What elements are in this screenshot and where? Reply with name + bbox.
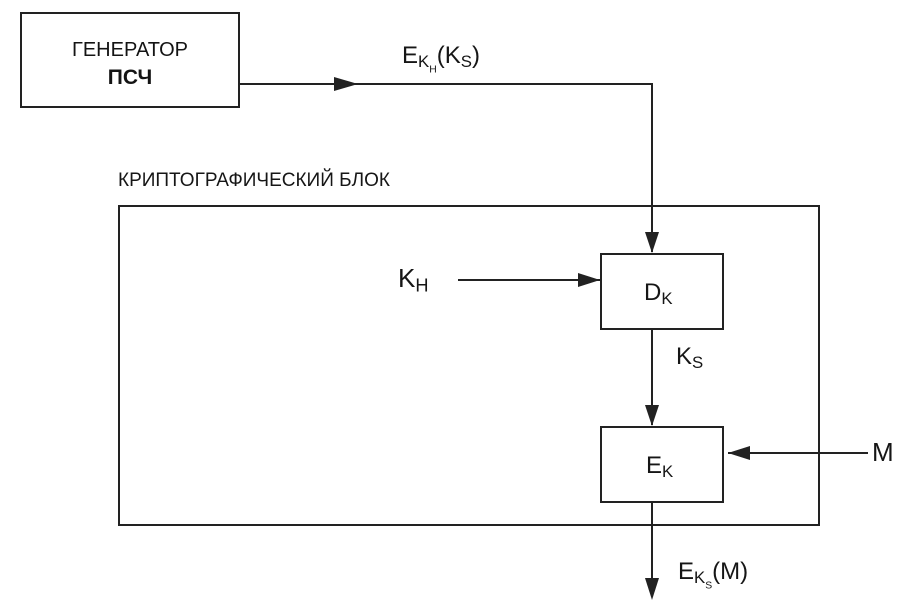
- encrypt-block-label: EK: [646, 452, 674, 482]
- arrowhead-into-encrypt: [645, 405, 659, 426]
- connector-generator-to-decrypt: [240, 83, 653, 252]
- output-label: EKS(M): [678, 558, 749, 592]
- arrowhead-m: [728, 446, 750, 460]
- arrowhead-generator-line: [334, 77, 358, 91]
- encrypt-block: EK: [600, 426, 724, 503]
- generator-output-label: EKH(KS): [402, 42, 480, 76]
- m-label: M: [872, 437, 894, 467]
- kh-label: KH: [398, 263, 429, 296]
- arrowhead-output: [645, 578, 659, 600]
- generator-label-line1: ГЕНЕРАТОР: [72, 39, 188, 61]
- crypto-block: [118, 205, 820, 526]
- generator-box: ГЕНЕРАТОР ПСЧ: [20, 12, 240, 108]
- crypto-block-title: КРИПТОГРАФИЧЕСКИЙ БЛОК: [118, 170, 390, 191]
- arrowhead-into-decrypt: [645, 232, 659, 253]
- generator-label-line2: ПСЧ: [107, 66, 153, 89]
- arrowhead-kh: [578, 273, 600, 287]
- decrypt-block-label: DK: [644, 279, 673, 309]
- decrypt-block: DK: [600, 253, 724, 330]
- ks-label: KS: [676, 343, 704, 373]
